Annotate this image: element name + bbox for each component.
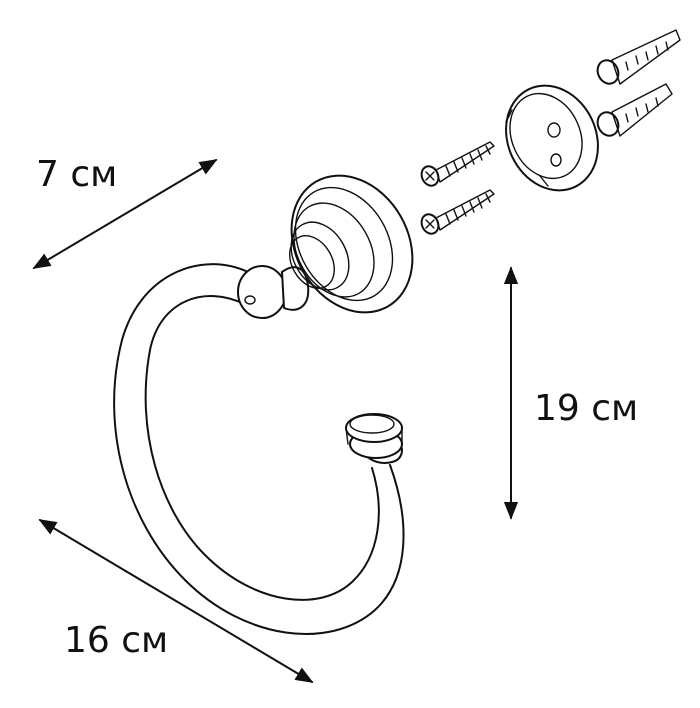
rosette-step — [293, 202, 375, 298]
width-label: 16 см — [64, 620, 168, 661]
depth-dimension: 7 см — [32, 154, 218, 269]
towel-ring — [113, 263, 405, 635]
width-arrow — [38, 519, 314, 683]
ring-tube-inner — [144, 295, 380, 601]
plate-hole — [547, 122, 561, 138]
depth-label: 7 см — [36, 154, 117, 195]
plate-body — [505, 84, 599, 192]
plate-inner — [509, 92, 583, 180]
rosette-rim — [294, 186, 394, 302]
rosette-neck — [289, 235, 335, 289]
plate-notch — [505, 109, 549, 187]
ring-ball — [237, 265, 287, 319]
wall-plug — [596, 83, 673, 137]
ring-ball-highlight — [244, 295, 256, 305]
rosette-back — [290, 174, 414, 314]
wall-plug — [596, 29, 681, 85]
width-dimension: 16 см — [38, 519, 314, 683]
plate-hole — [550, 153, 562, 167]
rosette-collar — [290, 221, 350, 291]
height-label: 19 см — [534, 388, 638, 429]
depth-arrow — [32, 159, 218, 269]
screw — [420, 189, 495, 235]
ring-tube-outer — [113, 263, 405, 635]
screw — [420, 141, 495, 187]
height-dimension: 19 см — [503, 266, 638, 520]
ring-end-cap — [345, 413, 403, 464]
mounting-plate — [505, 84, 599, 192]
rosette — [289, 174, 414, 314]
